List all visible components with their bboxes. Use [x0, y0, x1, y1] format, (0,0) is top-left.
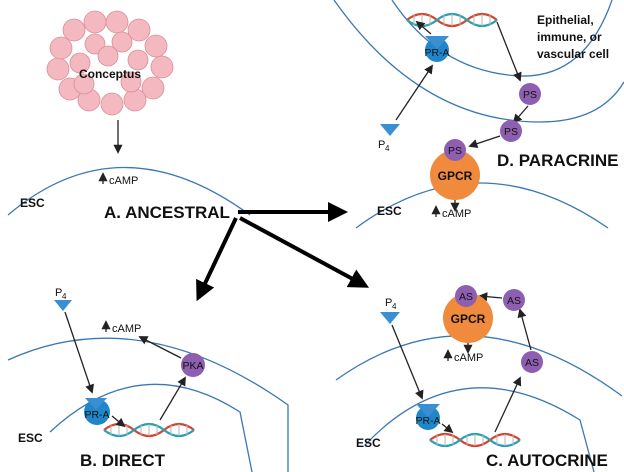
as-signal-1: AS: [521, 351, 543, 373]
svg-text:PS: PS: [448, 145, 462, 157]
esc-membrane-ancestral: [7, 167, 251, 216]
svg-text:AS: AS: [507, 295, 521, 307]
receptor-icon: [84, 399, 110, 425]
svg-text:4: 4: [62, 292, 67, 301]
svg-text:immune, or: immune, or: [537, 30, 602, 44]
svg-text:cAMP: cAMP: [454, 352, 483, 364]
hormone-bound-icon: [416, 404, 440, 417]
camp-up-paracrine: cAMP: [431, 205, 471, 220]
dna-autocrine: [428, 432, 522, 448]
hormone-direct: P 4: [54, 287, 72, 311]
conceptus: Conceptus: [46, 10, 174, 116]
svg-text:PS: PS: [523, 89, 537, 101]
svg-text:PS: PS: [504, 126, 518, 138]
esc-label-direct: ESC: [18, 431, 43, 445]
hormone-icon: [380, 124, 400, 136]
title-paracrine: D. PARACRINE: [497, 151, 619, 170]
hormone-paracrine: P 4: [378, 124, 400, 153]
as-bound: AS: [455, 285, 477, 307]
camp-label-ancestral: cAMP: [109, 175, 138, 187]
svg-text:GPCR: GPCR: [451, 312, 486, 326]
esc-membrane-inner-autocrine: [364, 387, 595, 472]
title-autocrine: C. AUTOCRINE: [486, 451, 608, 470]
receptor-icon: [416, 406, 440, 430]
svg-text:PR-A: PR-A: [415, 415, 440, 427]
svg-text:PKA: PKA: [182, 360, 203, 372]
receptor-label-paracrine: PR-A: [424, 47, 449, 59]
esc-membrane-inner-direct: [49, 383, 253, 472]
arrow-to-direct: [196, 217, 238, 302]
hormone-icon: [380, 312, 400, 324]
hormone-icon: [54, 300, 72, 311]
svg-text:GPCR: GPCR: [438, 169, 473, 183]
hormone-autocrine: P 4: [380, 297, 400, 324]
esc-label-ancestral: ESC: [20, 196, 45, 210]
esc-label-paracrine: ESC: [377, 204, 402, 218]
camp-up-direct: cAMP: [101, 320, 141, 335]
panel-autocrine: P 4 PR-A AS AS GPCR AS: [335, 285, 623, 472]
other-cell-label: Epithelial, immune, or vascular cell: [537, 13, 609, 61]
hormone-bound-icon: [85, 398, 107, 410]
ps-signal-1: PS: [519, 83, 541, 105]
svg-text:AS: AS: [459, 291, 473, 303]
panel-paracrine: PR-A Epithelial, immune, or vascular cel…: [333, 0, 624, 229]
svg-text:4: 4: [392, 302, 397, 311]
ps-bound: PS: [444, 139, 466, 161]
conceptus-label: Conceptus: [79, 67, 141, 81]
svg-text:Epithelial,: Epithelial,: [537, 13, 594, 27]
ps-signal-2: PS: [500, 120, 522, 142]
receptor-icon: [425, 38, 449, 62]
pr-a-direct: PR-A: [84, 398, 110, 425]
panel-ancestral: Conceptus cAMP ESC A. ANCESTRAL: [7, 10, 251, 222]
svg-text:P: P: [385, 297, 392, 309]
esc-membrane-outer-autocrine: [335, 335, 623, 397]
hormone-bound-icon: [425, 36, 449, 49]
title-direct: B. DIRECT: [80, 451, 166, 470]
evolution-arrows: [196, 202, 370, 302]
svg-text:4: 4: [385, 144, 390, 153]
svg-text:cAMP: cAMP: [112, 323, 141, 335]
svg-text:PR-A: PR-A: [84, 409, 109, 421]
pka: PKA: [181, 353, 205, 377]
pr-a-paracrine: PR-A: [424, 36, 450, 62]
arrow-to-autocrine: [239, 216, 370, 288]
svg-text:P: P: [55, 287, 62, 299]
esc-membrane-paracrine: [355, 182, 609, 229]
gpcr-autocrine: GPCR: [443, 293, 493, 343]
svg-text:cAMP: cAMP: [442, 208, 471, 220]
panel-direct: P 4 PR-A PKA cAMP ESC B. DIRECT: [7, 287, 289, 472]
svg-text:vascular cell: vascular cell: [537, 47, 609, 61]
gpcr-paracrine: GPCR: [430, 150, 480, 200]
camp-up-autocrine: cAMP: [443, 349, 483, 364]
svg-text:P: P: [378, 139, 385, 151]
as-signal-2: AS: [503, 289, 525, 311]
camp-up-ancestral: cAMP: [98, 172, 138, 187]
svg-text:AS: AS: [525, 357, 539, 369]
dna-direct: [102, 422, 196, 438]
pr-a-autocrine: PR-A: [415, 404, 441, 430]
title-ancestral: A. ANCESTRAL: [104, 203, 230, 222]
esc-label-autocrine: ESC: [356, 436, 381, 450]
